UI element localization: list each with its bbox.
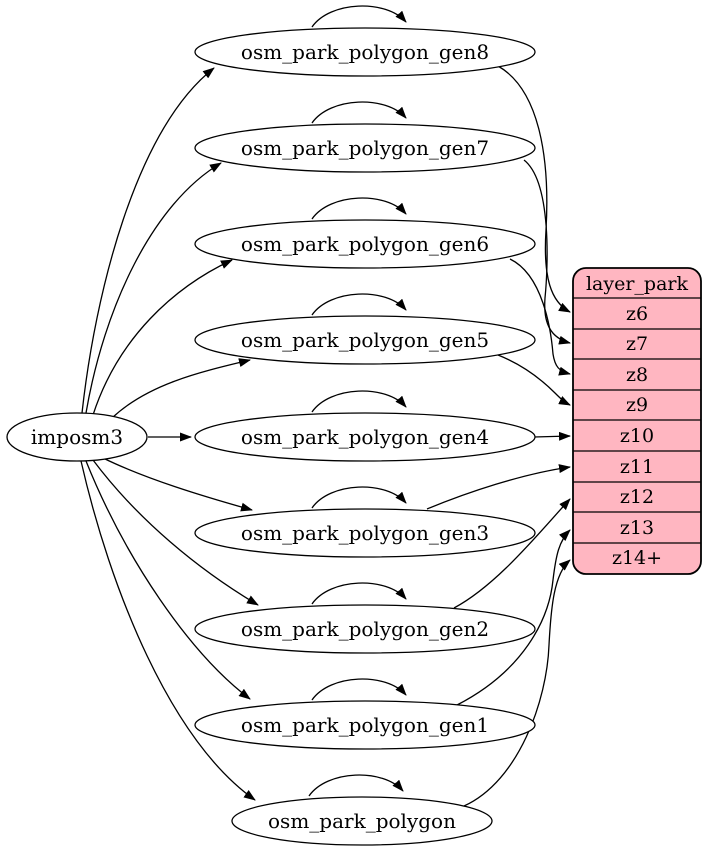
row-z14: z14+ (612, 547, 662, 569)
self-loop-gen5 (311, 293, 407, 316)
edges-from-source (80, 67, 259, 801)
node-osm-park-polygon-gen6: osm_park_polygon_gen6 (194, 219, 536, 269)
self-loop-gen2 (311, 582, 407, 605)
edges-to-layer (426, 65, 571, 807)
edge-imposm3-to-polygon (80, 460, 256, 801)
self-loop-polygon (308, 774, 404, 797)
row-z12: z12 (620, 486, 654, 508)
self-loop-gen8 (311, 5, 407, 28)
gen2-ellipse (194, 604, 536, 654)
gen3-ellipse (194, 508, 536, 558)
edge-imposm3-to-gen3 (102, 457, 253, 512)
row-z6: z6 (626, 303, 648, 325)
edge-imposm3-to-gen6 (92, 259, 233, 416)
imposm3-ellipse (6, 412, 148, 462)
gen2-label: osm_park_polygon_gen2 (241, 617, 489, 641)
edge-gen4-to-z10 (533, 431, 571, 441)
layer-park-frame (572, 267, 702, 575)
edge-imposm3-to-gen7 (85, 162, 222, 414)
node-osm-park-polygon-gen1: osm_park_polygon_gen1 (194, 700, 536, 750)
gen4-ellipse (194, 412, 536, 462)
node-osm-park-polygon-gen3: osm_park_polygon_gen3 (194, 508, 536, 558)
edge-gen2-to-z12 (453, 498, 571, 609)
polygon-label: osm_park_polygon (268, 809, 456, 833)
row-z7: z7 (626, 333, 648, 355)
node-osm-park-polygon-gen2: osm_park_polygon_gen2 (194, 604, 536, 654)
gen7-ellipse (194, 123, 536, 173)
layer-park-title: layer_park (586, 273, 689, 295)
edge-imposm3-to-gen8 (81, 67, 215, 414)
gen1-label: osm_park_polygon_gen1 (241, 713, 489, 737)
edge-gen5-to-z9 (497, 354, 571, 406)
layer-park-table: layer_park z6 z7 z8 z9 z10 z11 z12 z13 z… (572, 267, 702, 575)
gen7-label: osm_park_polygon_gen7 (241, 136, 489, 160)
self-loop-gen1 (311, 678, 407, 701)
self-loop-gen6 (311, 197, 407, 220)
row-z8: z8 (626, 364, 648, 386)
row-z10: z10 (620, 425, 654, 447)
self-loop-gen3 (311, 486, 407, 509)
self-loop-gen7 (311, 101, 407, 124)
gen5-ellipse (194, 315, 536, 365)
gen3-label: osm_park_polygon_gen3 (241, 521, 489, 545)
row-z13: z13 (620, 517, 654, 539)
gen4-label: osm_park_polygon_gen4 (241, 425, 489, 449)
node-osm-park-polygon-gen4: osm_park_polygon_gen4 (194, 412, 536, 462)
edge-gen3-to-z11 (426, 464, 571, 510)
node-osm-park-polygon-gen8: osm_park_polygon_gen8 (194, 27, 536, 77)
node-osm-park-polygon-gen5: osm_park_polygon_gen5 (194, 315, 536, 365)
gen8-label: osm_park_polygon_gen8 (241, 40, 489, 64)
gen6-ellipse (194, 219, 536, 269)
gen8-ellipse (194, 27, 536, 77)
row-z9: z9 (626, 394, 648, 416)
node-imposm3: imposm3 (6, 412, 148, 462)
edge-gen1-to-z13 (456, 529, 571, 706)
self-loop-gen4 (311, 390, 407, 413)
self-loops (308, 5, 407, 797)
row-z11: z11 (620, 456, 654, 478)
polygon-ellipse (231, 796, 493, 846)
edge-gen6-to-z8 (509, 258, 571, 376)
edge-imposm3-to-gen5 (111, 358, 251, 419)
imposm3-label: imposm3 (31, 425, 123, 449)
gen6-label: osm_park_polygon_gen6 (241, 232, 489, 256)
gen1-ellipse (194, 700, 536, 750)
edge-polygon-to-z14 (463, 559, 571, 807)
edge-gen7-to-z7 (523, 159, 571, 345)
gen5-label: osm_park_polygon_gen5 (241, 328, 489, 352)
edge-imposm3-to-gen1 (85, 460, 251, 700)
node-osm-park-polygon-gen7: osm_park_polygon_gen7 (194, 123, 536, 173)
edge-gen8-to-z6 (497, 65, 571, 313)
node-osm-park-polygon: osm_park_polygon (231, 796, 493, 846)
edge-imposm3-to-gen2 (92, 459, 259, 606)
